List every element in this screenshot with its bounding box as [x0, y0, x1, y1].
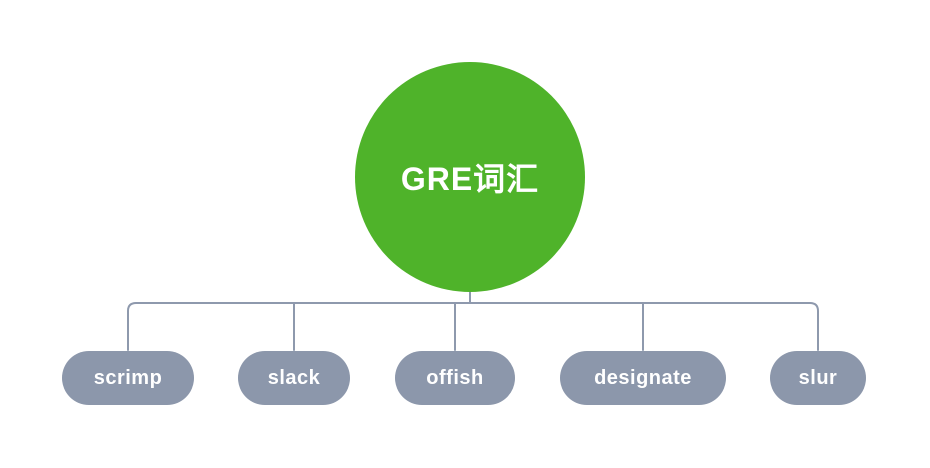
node-label: offish [426, 366, 484, 389]
root-node-gre-vocabulary[interactable]: GRE词汇 [355, 62, 585, 292]
node-offish[interactable]: offish [395, 351, 515, 405]
node-slur[interactable]: slur [770, 351, 866, 405]
node-label: slack [267, 366, 321, 389]
node-label: slur [798, 366, 838, 389]
node-designate[interactable]: designate [560, 351, 726, 405]
node-label: scrimp [93, 366, 163, 389]
root-node-label: GRE词汇 [400, 161, 540, 197]
connector-rail [127, 302, 819, 351]
node-scrimp[interactable]: scrimp [62, 351, 194, 405]
node-label: designate [594, 366, 692, 389]
node-slack[interactable]: slack [238, 351, 350, 405]
